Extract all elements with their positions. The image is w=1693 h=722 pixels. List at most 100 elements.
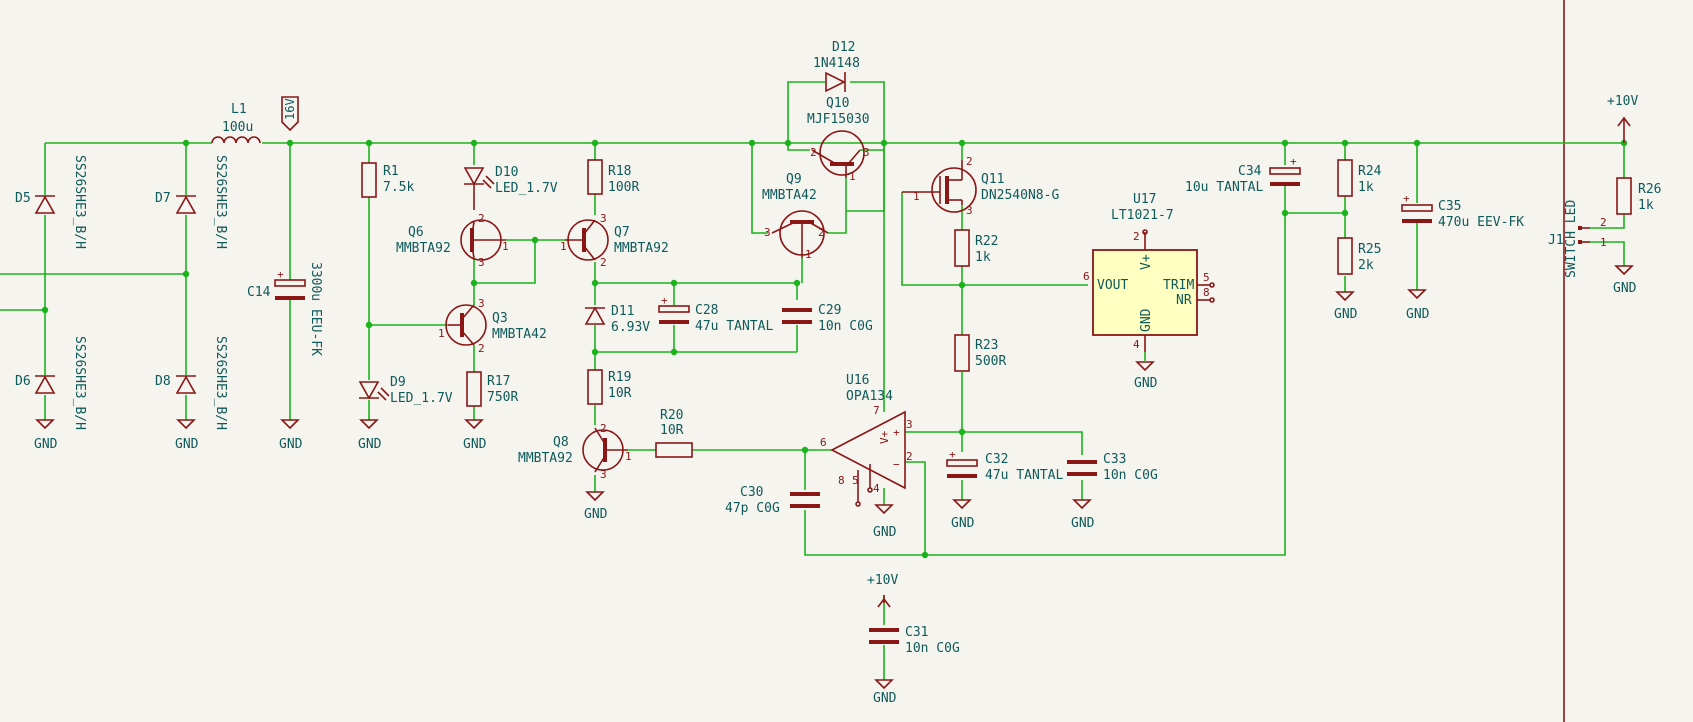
resistor-r25[interactable]: R25 2k — [1337, 237, 1381, 275]
transistor-q6[interactable]: Q6 MMBTA92 2 3 1 — [396, 212, 509, 269]
svg-text:1: 1 — [625, 450, 632, 463]
svg-text:6.93V: 6.93V — [611, 320, 650, 335]
gnd-u17: GND — [1134, 361, 1158, 391]
svg-text:GND: GND — [584, 507, 608, 522]
svg-text:R22: R22 — [975, 234, 998, 249]
resistor-r26[interactable]: R26 1k — [1616, 177, 1661, 215]
svg-text:5: 5 — [1203, 271, 1210, 284]
resistor-r19[interactable]: R19 10R — [587, 369, 632, 405]
svg-text:GND: GND — [175, 437, 199, 452]
capacitor-c31[interactable]: C31 10n C0G — [869, 625, 960, 656]
diode-d8[interactable]: D8 SS26SHE3_B/H — [155, 336, 228, 430]
svg-text:SS26SHE3_B/H: SS26SHE3_B/H — [72, 336, 87, 430]
mosfet-q11[interactable]: Q11 DN2540N8-G 1 2 3 — [902, 155, 1059, 217]
svg-text:D7: D7 — [155, 191, 171, 206]
inductor-l1[interactable]: L1 100u — [211, 102, 261, 144]
capacitor-c28[interactable]: + C28 47u TANTAL — [658, 294, 773, 334]
resistor-r24[interactable]: R24 1k — [1337, 159, 1382, 197]
svg-text:GND: GND — [1334, 307, 1358, 322]
svg-text:16V: 16V — [283, 98, 297, 120]
svg-text:TRIM: TRIM — [1163, 278, 1194, 293]
diode-d6[interactable]: D6 SS26SHE3_B/H — [15, 336, 87, 430]
svg-text:MJF15030: MJF15030 — [807, 112, 870, 127]
led-d9[interactable]: D9 LED_1.7V — [358, 375, 453, 406]
svg-text:2: 2 — [1600, 216, 1607, 229]
gnd-c33: GND — [1071, 499, 1095, 531]
resistor-r18[interactable]: R18 100R — [587, 159, 639, 195]
svg-text:10R: 10R — [660, 423, 684, 438]
svg-text:GND: GND — [873, 691, 897, 706]
ic-u17[interactable]: U17 LT1021-7 VOUT TRIM NR V+ GND 2 6 5 8… — [1083, 192, 1215, 352]
svg-text:SS26SHE3_B/H: SS26SHE3_B/H — [72, 155, 87, 249]
transistor-q8[interactable]: Q8 MMBTA92 2 3 1 — [518, 422, 632, 481]
svg-text:C14: C14 — [247, 285, 271, 300]
svg-text:2: 2 — [478, 212, 485, 225]
capacitor-c29[interactable]: C29 10n C0G — [782, 303, 873, 334]
transistor-q9[interactable]: Q9 MMBTA42 3 2 1 — [762, 172, 829, 261]
gnd-d8: GND — [175, 419, 199, 452]
svg-text:+: + — [277, 268, 284, 281]
capacitor-c14[interactable]: + C14 3300u EEU-FK — [247, 262, 323, 356]
svg-text:VOUT: VOUT — [1097, 278, 1128, 293]
svg-text:R20: R20 — [660, 408, 683, 423]
resistor-r17[interactable]: R17 750R — [466, 371, 518, 407]
svg-text:+: + — [1403, 192, 1410, 205]
transistor-q3[interactable]: Q3 MMBTA42 3 2 1 — [438, 297, 547, 355]
svg-text:2: 2 — [600, 422, 607, 435]
svg-text:7: 7 — [873, 404, 880, 417]
transistor-q10[interactable]: Q10 MJF15030 2 3 1 — [807, 96, 870, 183]
svg-text:C33: C33 — [1103, 452, 1126, 467]
svg-text:R25: R25 — [1358, 242, 1381, 257]
svg-text:V+: V+ — [1139, 254, 1154, 270]
diode-d12[interactable]: D12 1N4148 — [813, 40, 860, 93]
svg-text:4: 4 — [873, 482, 880, 495]
transistor-q7[interactable]: Q7 MMBTA92 3 2 1 — [560, 212, 669, 269]
svg-text:47u TANTAL: 47u TANTAL — [985, 468, 1063, 483]
gnd-c31: GND — [873, 679, 897, 706]
svg-text:+: + — [893, 426, 900, 439]
capacitor-c35[interactable]: + C35 470u EEV-FK — [1401, 192, 1524, 230]
svg-text:10R: 10R — [608, 386, 632, 401]
svg-text:2k: 2k — [1358, 258, 1374, 273]
resistor-r23[interactable]: R23 500R — [954, 334, 1006, 372]
resistor-r22[interactable]: R22 1k — [954, 229, 998, 267]
svg-text:1k: 1k — [975, 250, 991, 265]
svg-text:L1: L1 — [231, 102, 247, 117]
power-10v-top[interactable]: +10V — [1607, 94, 1638, 143]
svg-text:C28: C28 — [695, 303, 718, 318]
opamp-u16[interactable]: + − V+ U16 OPA134 6 3 2 7 4 8 5 — [820, 373, 913, 507]
capacitor-c33[interactable]: C33 10n C0G — [1067, 452, 1158, 483]
power-10v-bottom[interactable]: +10V — [867, 573, 898, 608]
svg-text:LED_1.7V: LED_1.7V — [495, 181, 558, 196]
svg-text:R24: R24 — [1358, 164, 1382, 179]
svg-text:D5: D5 — [15, 191, 31, 206]
led-d10[interactable]: D10 LED_1.7V — [463, 165, 558, 210]
svg-text:500R: 500R — [975, 354, 1006, 369]
gnd-c35: GND — [1406, 289, 1430, 322]
connector-j1[interactable]: J1 SWITCH LED 2 1 — [1548, 200, 1607, 278]
svg-text:5: 5 — [852, 474, 859, 487]
capacitor-c32[interactable]: + C32 47u TANTAL — [946, 448, 1063, 483]
svg-text:2: 2 — [818, 226, 825, 239]
svg-text:V+: V+ — [878, 430, 891, 444]
svg-text:10u TANTAL: 10u TANTAL — [1185, 180, 1263, 195]
svg-text:1N4148: 1N4148 — [813, 56, 860, 71]
svg-text:NR: NR — [1176, 293, 1192, 308]
diode-d7[interactable]: D7 SS26SHE3_B/H — [155, 155, 228, 249]
diode-d5[interactable]: D5 SS26SHE3_B/H — [15, 155, 87, 249]
resistor-r1[interactable]: R1 7.5k — [361, 162, 414, 198]
svg-text:R26: R26 — [1638, 182, 1661, 197]
resistor-r20[interactable]: R20 10R — [655, 408, 693, 458]
zener-d11[interactable]: D11 6.93V — [584, 304, 650, 335]
svg-text:D9: D9 — [390, 375, 406, 390]
gnd-d6: GND — [34, 419, 58, 452]
capacitor-c30[interactable]: C30 47p C0G — [725, 485, 820, 516]
net-label-16v[interactable]: 16V — [281, 96, 299, 132]
svg-text:3: 3 — [906, 418, 913, 431]
svg-text:1k: 1k — [1358, 180, 1374, 195]
svg-text:1k: 1k — [1638, 198, 1654, 213]
svg-text:Q9: Q9 — [786, 172, 802, 187]
svg-text:+10V: +10V — [1607, 94, 1638, 109]
capacitor-c34[interactable]: + C34 10u TANTAL — [1185, 155, 1301, 195]
